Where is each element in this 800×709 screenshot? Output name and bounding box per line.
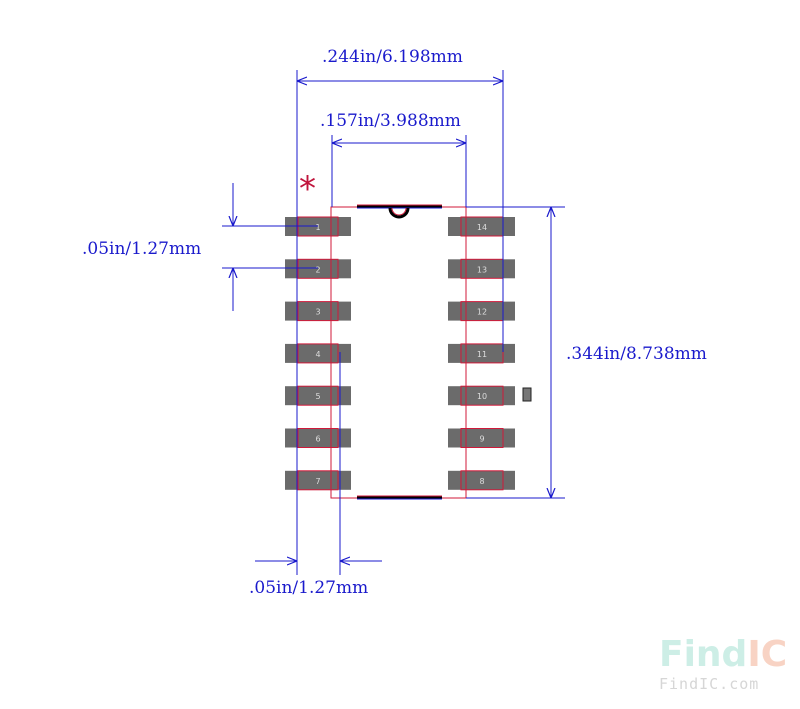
- pad: [285, 386, 351, 406]
- pitch-bottom-label: .05in/1.27mm: [249, 578, 368, 598]
- pad: [448, 428, 515, 448]
- pin-number: 9: [479, 435, 484, 444]
- lead-outline: [460, 385, 504, 406]
- pin-number: 3: [315, 308, 320, 317]
- pitch-left-label: .05in/1.27mm: [82, 239, 201, 259]
- left-pad-row: 1 2 3 4 5 6 7: [285, 216, 351, 491]
- pin1-marker: *: [299, 169, 316, 209]
- logo-url-text: FindIC.com: [659, 675, 759, 693]
- lead-outline: [297, 385, 339, 406]
- orientation-square: [522, 387, 532, 402]
- pin-number: 1: [315, 223, 320, 232]
- overall-width-label: .244in/6.198mm: [322, 47, 463, 67]
- right-pin-14: 14: [448, 216, 515, 237]
- pad: [448, 343, 515, 363]
- pin-number: 14: [477, 223, 487, 232]
- right-pin-8: 8: [448, 470, 515, 491]
- left-pin-3: 3: [285, 301, 351, 322]
- pad: [285, 301, 351, 321]
- pin-number: 2: [315, 265, 320, 274]
- pin-number: 12: [477, 308, 487, 317]
- pad: [285, 428, 351, 448]
- lead-outline: [460, 470, 504, 491]
- logo-ic-text: IC: [747, 634, 787, 675]
- pin-number: 11: [477, 350, 487, 359]
- left-pin-2: 2: [285, 258, 351, 279]
- pin-number: 6: [315, 435, 320, 444]
- pad: [285, 470, 351, 490]
- right-pad-row: 14 13 12 11 10 9 8: [448, 216, 515, 491]
- right-pin-11: 11: [448, 343, 515, 364]
- left-pin-7: 7: [285, 470, 351, 491]
- dimension-lines: [222, 70, 565, 575]
- lead-outline: [297, 343, 339, 364]
- left-pin-6: 6: [285, 428, 351, 448]
- pad: [448, 217, 515, 236]
- right-pin-13: 13: [448, 258, 515, 279]
- pad: [448, 386, 515, 406]
- pad: [448, 301, 515, 321]
- pin1-notch: [388, 207, 410, 219]
- body-width-label: .157in/3.988mm: [320, 111, 461, 131]
- lead-outline: [460, 343, 504, 364]
- pin-number: 8: [479, 477, 484, 486]
- lead-outline: [297, 301, 339, 322]
- left-pin-5: 5: [285, 385, 351, 406]
- svg-text:FindIC: FindIC: [659, 634, 787, 675]
- left-pin-4: 4: [285, 343, 351, 364]
- right-pin-10: 10: [448, 385, 515, 406]
- package-outline: [330, 204, 467, 500]
- logo-find-text: Find: [659, 634, 747, 675]
- pin-number: 7: [315, 477, 320, 486]
- pad: [285, 259, 351, 279]
- pin-number: 4: [315, 350, 320, 359]
- lead-outline: [297, 258, 339, 279]
- lead-outline: [297, 470, 339, 491]
- body-length-label: .344in/8.738mm: [566, 344, 707, 364]
- lead-outline: [460, 428, 504, 448]
- pad: [448, 259, 515, 279]
- pin-number: 13: [477, 265, 487, 274]
- pin-number: 5: [315, 392, 320, 401]
- findic-logo: FindIC FindIC.com: [659, 634, 787, 693]
- right-pin-12: 12: [448, 301, 515, 322]
- pin-number: 10: [477, 392, 487, 401]
- pad: [285, 343, 351, 363]
- right-pin-9: 9: [448, 428, 515, 448]
- pad: [448, 470, 515, 490]
- lead-outline: [297, 428, 339, 448]
